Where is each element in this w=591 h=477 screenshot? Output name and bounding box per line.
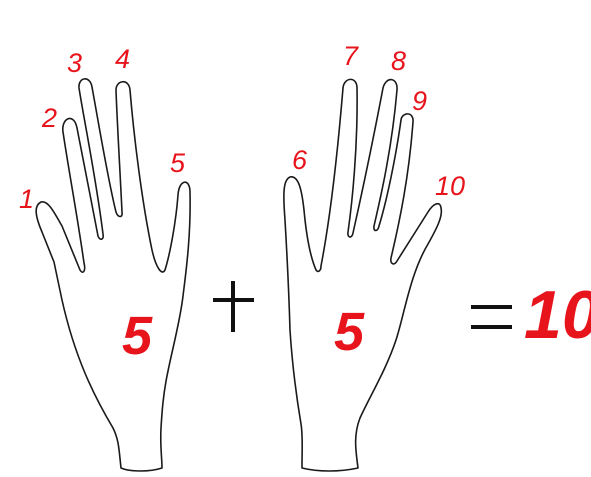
left-hand-total: 5 [122,306,153,366]
finger-label-10: 10 [435,171,465,201]
finger-label-9: 9 [412,86,427,116]
finger-label-6: 6 [292,145,308,175]
finger-label-1: 1 [19,184,34,214]
equals-sign [471,305,512,329]
finger-label-5: 5 [170,148,186,178]
right-hand-total: 5 [334,302,365,362]
right-hand-outline [283,78,443,472]
right-hand [283,78,443,472]
left-hand [35,78,191,472]
finger-label-3: 3 [67,48,82,78]
left-hand-outline [35,78,191,472]
plus-sign [213,281,254,332]
finger-label-7: 7 [343,41,359,71]
result-value: 10 [524,277,591,353]
finger-label-2: 2 [41,103,57,133]
finger-label-4: 4 [115,44,130,74]
finger-label-8: 8 [391,46,406,76]
